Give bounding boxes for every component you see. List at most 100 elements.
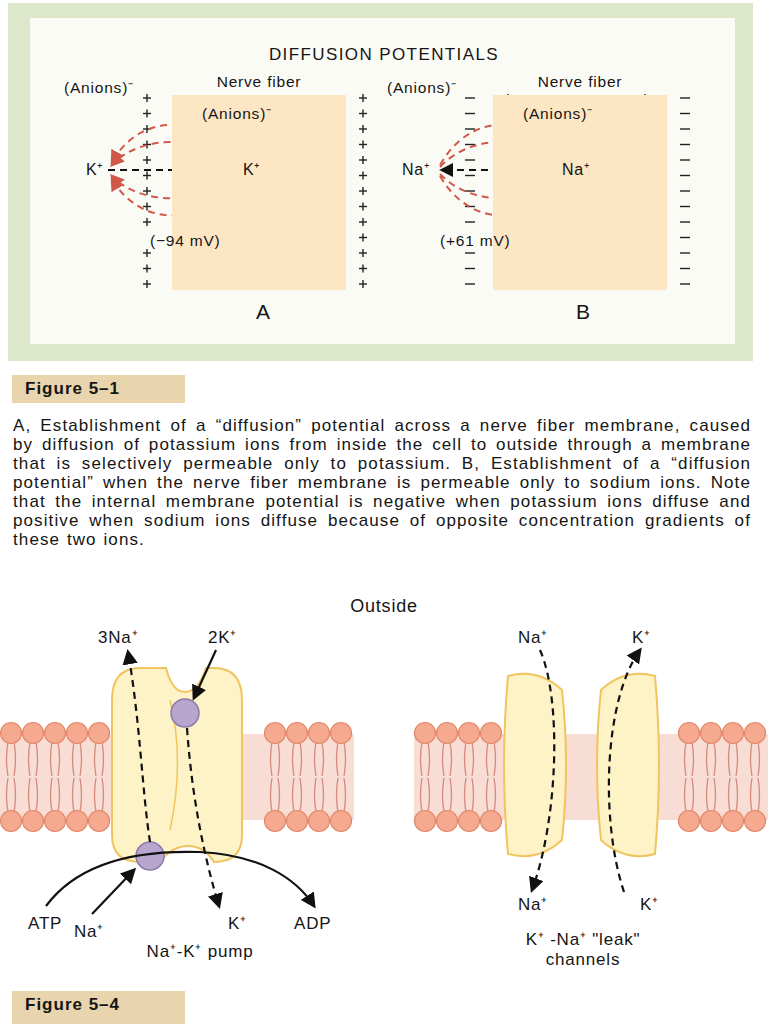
lipid-head — [481, 723, 502, 744]
lipid-tail — [450, 742, 452, 776]
plus-sign — [362, 156, 363, 164]
lipid-tail — [293, 742, 295, 776]
minus-sign — [680, 128, 690, 129]
lipid-tail — [73, 778, 75, 812]
channel-protein — [504, 674, 566, 856]
lipid-tail — [315, 778, 317, 812]
lipid-tail — [337, 742, 339, 776]
potassium-in-arrow — [187, 728, 219, 906]
lipid-head — [331, 723, 352, 744]
plus-sign — [362, 280, 363, 288]
sodium-leak-arrow — [532, 650, 554, 890]
lipid-head — [679, 723, 700, 744]
lipid-tail — [58, 742, 60, 776]
nerve-fiber: Nerve fiber(Anions)⁻ — [172, 95, 346, 290]
lipid-tail — [51, 778, 53, 812]
sodium-bind-arrow — [92, 870, 134, 914]
atp-hydrolysis-arrow — [46, 852, 314, 906]
lipid-tail — [714, 742, 716, 776]
nerve-fiber: Nerve fiber(Anions)⁻ — [493, 95, 667, 290]
lipid-tail — [322, 778, 324, 812]
lipid-head — [481, 811, 502, 832]
figure-label-box: Figure 5–4 — [12, 991, 185, 1024]
lipid-tail — [51, 742, 53, 776]
lipid-tail — [443, 778, 445, 812]
plus-sign — [146, 280, 147, 288]
plus-sign — [146, 187, 147, 195]
ion-label: K⁺ — [86, 160, 103, 180]
potential-value: (+61 mV) — [440, 231, 511, 251]
lipid-tail — [95, 778, 97, 812]
pump-protein — [112, 668, 242, 862]
minus-sign — [680, 175, 690, 176]
potassium-in-arrow — [194, 650, 216, 698]
lipid-tail — [80, 742, 82, 776]
minus-sign — [465, 283, 475, 284]
lipid-head — [1, 723, 22, 744]
lipid-tail — [736, 778, 738, 812]
panel-background — [30, 18, 735, 344]
lipid-tail — [758, 742, 760, 776]
lipid-tail — [344, 742, 346, 776]
fiber-heading: Nerve fiber — [463, 72, 697, 92]
lipid-tail — [102, 778, 104, 812]
lipid-tail — [300, 778, 302, 812]
lipid-tail — [707, 742, 709, 776]
lipid-head — [745, 811, 766, 832]
lipid-tail — [14, 778, 16, 812]
minus-sign — [465, 221, 475, 222]
minus-sign — [680, 237, 690, 238]
lipid-tail — [729, 778, 731, 812]
plus-sign — [146, 110, 147, 118]
lipid-tail — [315, 742, 317, 776]
plus-sign — [362, 172, 363, 180]
plus-sign — [146, 203, 147, 211]
minus-sign — [465, 159, 475, 160]
lipid-tail — [685, 778, 687, 812]
lipid-tail — [29, 778, 31, 812]
potassium-leak-arrow — [609, 650, 640, 892]
lipid-tail — [421, 742, 423, 776]
binding-site — [171, 699, 199, 727]
lipid-tail — [428, 778, 430, 812]
minus-sign — [680, 221, 690, 222]
lipid-head — [89, 723, 110, 744]
plus-sign — [362, 234, 363, 242]
lipid-head — [265, 811, 286, 832]
lipid-tail — [450, 778, 452, 812]
plus-sign — [362, 110, 363, 118]
lipid-head — [67, 811, 88, 832]
part-name: K⁺ -Na⁺ "leak" channels — [498, 930, 668, 970]
ion-label: 2K⁺ — [208, 628, 237, 648]
ion-label: Na⁺ — [562, 160, 590, 180]
figure-number: Figure 5–4 — [25, 995, 120, 1015]
lipid-tail — [300, 742, 302, 776]
anion-label: (Anions)⁻ — [64, 78, 134, 98]
lipid-tail — [278, 778, 280, 812]
lipid-tail — [344, 778, 346, 812]
lipid-tail — [7, 778, 9, 812]
transport-arrows — [46, 650, 640, 914]
minus-sign — [680, 283, 690, 284]
lipid-tail — [729, 742, 731, 776]
anion-label: (Anions)⁻ — [202, 104, 272, 124]
figure-caption: A, Establishment of a “diffusion” potent… — [13, 416, 751, 549]
lipid-head — [745, 723, 766, 744]
side-label: Outside — [0, 596, 768, 616]
lipid-tail — [29, 742, 31, 776]
lipid-tail — [73, 742, 75, 776]
plus-sign — [146, 94, 147, 102]
lipid-head — [415, 811, 436, 832]
lipid-tail — [36, 742, 38, 776]
figure-number: Figure 5–1 — [25, 379, 120, 399]
minus-sign — [680, 113, 690, 114]
lipid-head — [23, 723, 44, 744]
lipid-head — [723, 723, 744, 744]
lipid-tail — [751, 742, 753, 776]
ion-label: K⁺ — [243, 160, 260, 180]
lipid-tail — [714, 778, 716, 812]
lipid-tail — [692, 778, 694, 812]
diagram-title: DIFFUSION POTENTIALS — [0, 45, 768, 65]
minus-sign — [465, 190, 475, 191]
minus-sign — [465, 268, 475, 269]
